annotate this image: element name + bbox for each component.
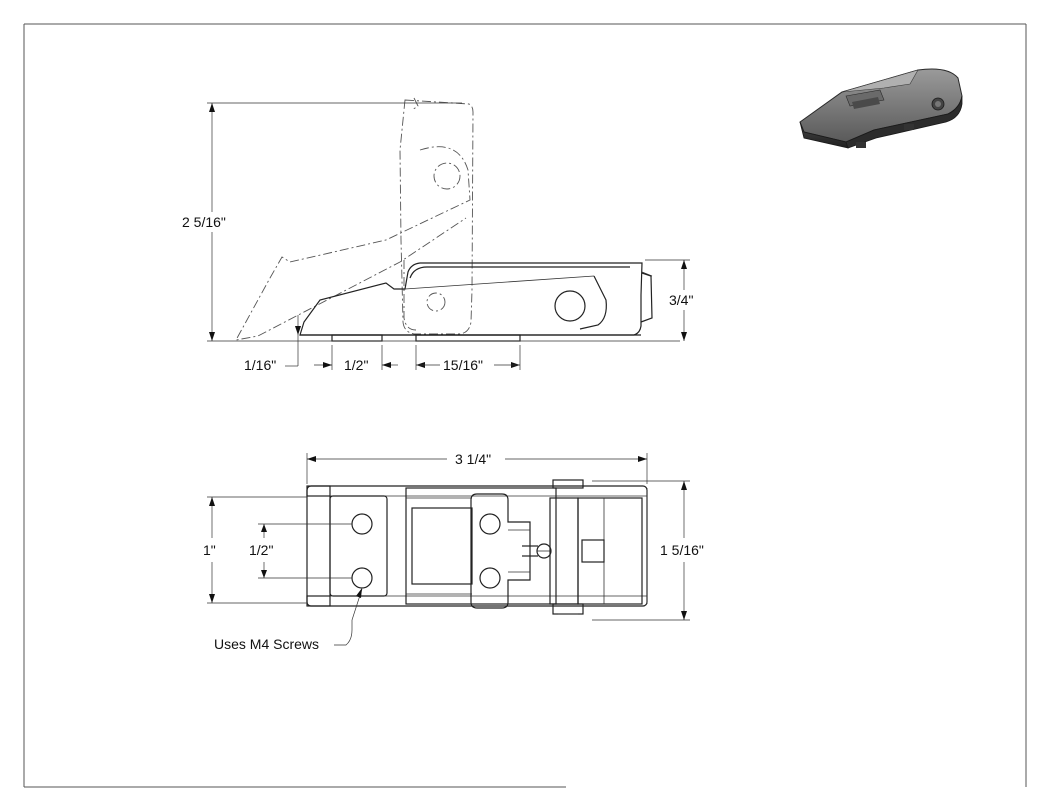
side-view: 2 5/16" 3/4" 1/16" 1/2" 15/16" bbox=[182, 97, 693, 373]
dim-foot-spacing: 15/16" bbox=[443, 357, 483, 373]
dim-base-offset: 1/16" bbox=[244, 357, 276, 373]
isometric-render-icon bbox=[799, 68, 963, 149]
sheet-frame bbox=[23, 23, 1027, 788]
dim-mount-width: 1" bbox=[203, 542, 216, 558]
dim-foot-width: 1/2" bbox=[344, 357, 368, 373]
dim-hole-spacing: 1/2" bbox=[249, 542, 273, 558]
top-dimensions bbox=[207, 453, 690, 646]
top-view bbox=[306, 479, 648, 615]
closed-latch bbox=[299, 262, 653, 342]
dim-overall-length: 3 1/4" bbox=[455, 451, 491, 467]
dim-height-closed: 3/4" bbox=[669, 292, 693, 308]
side-dimensions bbox=[207, 102, 690, 370]
dim-height-open: 2 5/16" bbox=[182, 214, 226, 230]
dim-overall-width: 1 5/16" bbox=[660, 542, 704, 558]
phantom-open-latch bbox=[235, 97, 474, 341]
callout-screws: Uses M4 Screws bbox=[214, 636, 319, 652]
